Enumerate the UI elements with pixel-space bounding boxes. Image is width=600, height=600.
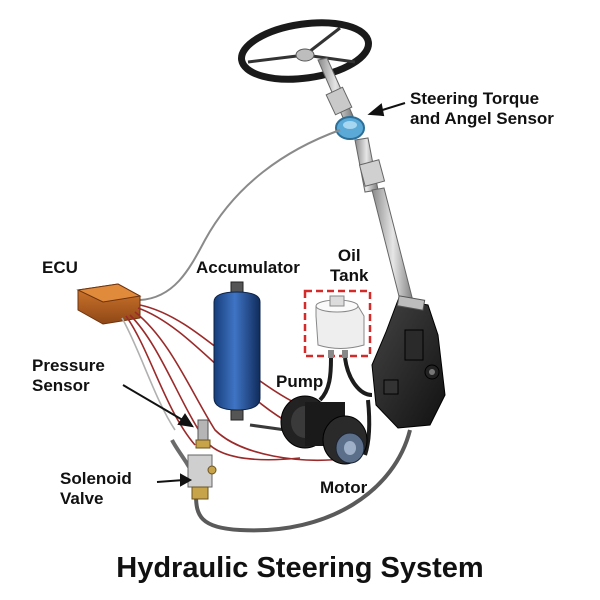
label-line: Tank [330,266,369,285]
label-oil-tank: Oil Tank [330,246,368,286]
label-solenoid-valve: Solenoid Valve [60,469,132,509]
label-line: Pressure [32,356,105,375]
label-pressure-sensor: Pressure Sensor [32,356,105,396]
steering-gearbox [371,295,446,429]
label-ecu: ECU [42,258,78,277]
oil-tank [303,289,372,358]
accumulator [213,281,261,421]
return-hose [194,429,412,533]
label-steering-torque-sensor: Steering Torque and Angel Sensor [410,89,554,129]
torque-angle-sensor [335,116,365,140]
label-line: and Angel Sensor [410,109,554,128]
diagram-title: Hydraulic Steering System [116,552,484,584]
ecu-unit [76,283,142,325]
sensor-cable [139,129,341,301]
label-line: Oil [337,246,361,265]
label-line: Sensor [32,376,90,395]
steering-wheel [238,19,372,83]
solenoid-valve-part [187,454,217,500]
pressure-sensor-part [195,419,211,449]
label-line: Solenoid [60,469,132,488]
pump-motor-assembly [280,395,368,465]
label-motor: Motor [320,478,368,497]
label-accumulator: Accumulator [196,258,300,277]
label-line: Valve [60,489,104,508]
hydraulic-hoses [318,357,373,456]
label-pump: Pump [276,372,324,391]
callout-arrows [122,102,406,487]
steering-column [317,57,415,309]
label-line: Steering Torque [410,89,540,108]
